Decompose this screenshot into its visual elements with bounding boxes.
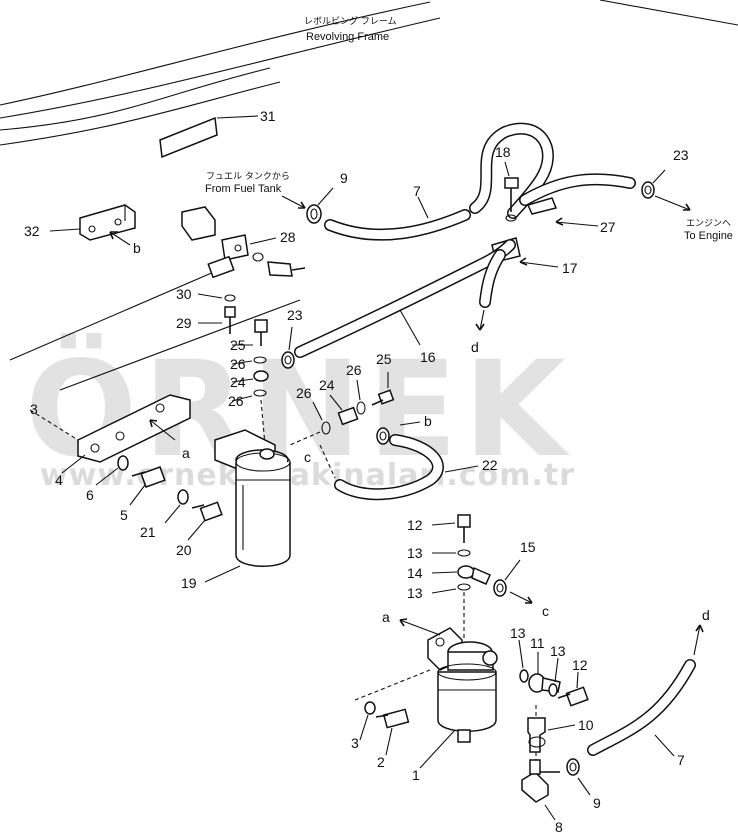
callout-11: 11	[530, 635, 545, 651]
callout-d-2: d	[702, 607, 710, 623]
frame-label-jp: レボルビング フレーム	[304, 15, 397, 27]
callout-25-a: 25	[230, 337, 246, 353]
callout-17: 17	[562, 260, 578, 276]
callout-23-lower: 23	[287, 307, 303, 323]
outlet-fittings: 13 11 13 12 10 8 9	[510, 625, 601, 832]
callout-13-d: 13	[550, 643, 566, 659]
callout-32: 32	[24, 223, 40, 239]
block-32: 32 b	[24, 204, 141, 256]
hose-to-engine: 23 エンジンへ To Engine	[519, 147, 733, 242]
fuel-tank-label-jp: フュエル タンクから	[206, 171, 290, 182]
callout-21: 21	[140, 524, 156, 540]
callout-5: 5	[120, 507, 128, 523]
callout-22: 22	[482, 457, 498, 473]
watermark-url: www.orneksmakinalari.com.tr	[40, 458, 575, 493]
callout-3-left: 3	[30, 401, 38, 417]
hose-22: b 22 c	[304, 413, 498, 501]
eye-bolt-stack-filter-19: 25 26 24 26	[228, 319, 269, 446]
callout-8: 8	[555, 819, 563, 832]
hose-7-lower: d 7	[587, 607, 710, 768]
engine-label-jp: エンジンへ	[686, 219, 731, 229]
callout-26-a: 26	[230, 356, 246, 372]
callout-24-b: 24	[319, 377, 335, 393]
bolt-20-washer-21: 21 20	[140, 489, 223, 558]
callout-c-1: c	[304, 449, 311, 465]
revolving-frame: レボルビング フレーム Revolving Frame	[0, 0, 738, 391]
mounting-bracket-left: 3 a 4 6 5	[29, 394, 191, 523]
callout-29: 29	[176, 315, 192, 331]
callout-b-1: b	[133, 240, 141, 256]
callout-13-b: 13	[407, 585, 423, 601]
clamp-9-upper: 9	[306, 170, 348, 224]
frame-label-en: Revolving Frame	[306, 31, 389, 43]
callout-9-upper: 9	[340, 170, 348, 186]
callout-9-lower: 9	[593, 795, 601, 811]
callout-15: 15	[520, 539, 536, 555]
clamp-assembly-17-27: 18 27 17	[491, 144, 616, 276]
callout-30: 30	[176, 286, 192, 302]
callout-26-b: 26	[228, 393, 244, 409]
callout-6: 6	[86, 487, 94, 503]
fuel-filter-1: a 1 3 2	[351, 609, 498, 783]
hose-16: d 16	[294, 239, 516, 365]
callout-a-1: a	[182, 445, 190, 461]
fuel-filter-19: 19	[181, 429, 291, 591]
callout-a-2: a	[382, 609, 390, 625]
callout-19: 19	[181, 575, 197, 591]
bracket-28: 28	[181, 206, 306, 279]
callout-18: 18	[495, 144, 511, 160]
watermark: ÖRNEK www.orneksmakinalari.com.tr	[25, 333, 575, 493]
plate-31: 31	[159, 108, 276, 159]
callout-12-a: 12	[407, 517, 423, 533]
callout-7-lower: 7	[677, 752, 685, 768]
callout-14: 14	[407, 565, 423, 581]
callout-16: 16	[420, 349, 436, 365]
callout-24-a: 24	[230, 374, 246, 390]
bolt-29-washer-30: 30 29	[176, 286, 236, 334]
callout-c-2: c	[542, 603, 549, 619]
from-fuel-tank-inlet: フュエル タンクから From Fuel Tank	[205, 171, 306, 209]
callout-b-2: b	[424, 413, 432, 429]
callout-13-c: 13	[510, 625, 526, 641]
clamp-23-lower: 23	[281, 307, 303, 369]
callout-25-b: 25	[376, 351, 392, 367]
callout-d-1: d	[471, 339, 479, 355]
callout-26-c: 26	[346, 362, 362, 378]
eye-bolt-stack-filter-1: 12 13 14 13 15 c	[407, 514, 549, 640]
fuel-tank-label-en: From Fuel Tank	[205, 183, 282, 195]
callout-3-lower: 3	[351, 735, 359, 751]
callout-28: 28	[280, 229, 296, 245]
callout-1: 1	[412, 767, 420, 783]
eye-bolt-stack-side: 25 26 24 26	[289, 351, 395, 446]
engine-label-en: To Engine	[684, 230, 733, 242]
callout-7-upper: 7	[413, 183, 421, 199]
callout-26-d: 26	[296, 385, 312, 401]
callout-27: 27	[600, 219, 616, 235]
callout-13-a: 13	[407, 545, 423, 561]
callout-23-engine: 23	[673, 147, 689, 163]
callout-12-b: 12	[572, 657, 588, 673]
callout-31: 31	[260, 108, 276, 124]
callout-20: 20	[176, 542, 192, 558]
callout-2: 2	[377, 754, 385, 770]
watermark-brand: ÖRNEK	[25, 333, 572, 487]
callout-4: 4	[55, 472, 63, 488]
callout-10: 10	[578, 717, 594, 733]
